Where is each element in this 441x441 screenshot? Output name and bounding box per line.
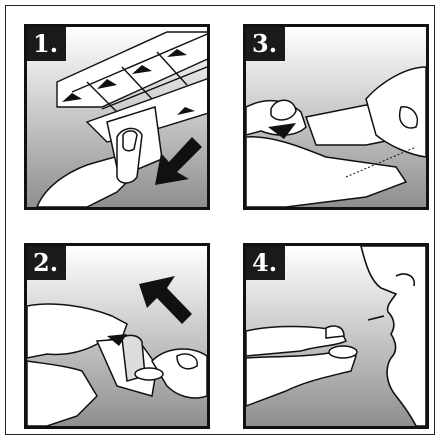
panel-step-3: 3.: [243, 24, 429, 210]
panel-step-1: 1.: [24, 24, 210, 210]
step-number: 3.: [246, 27, 285, 61]
step-number: 2.: [27, 246, 66, 280]
panel-step-2: 2.: [24, 243, 210, 429]
step-number: 1.: [27, 27, 66, 61]
step-number: 4.: [246, 246, 285, 280]
instruction-sheet: 1. 3.: [5, 5, 435, 435]
panel-step-4: 4.: [243, 243, 429, 429]
